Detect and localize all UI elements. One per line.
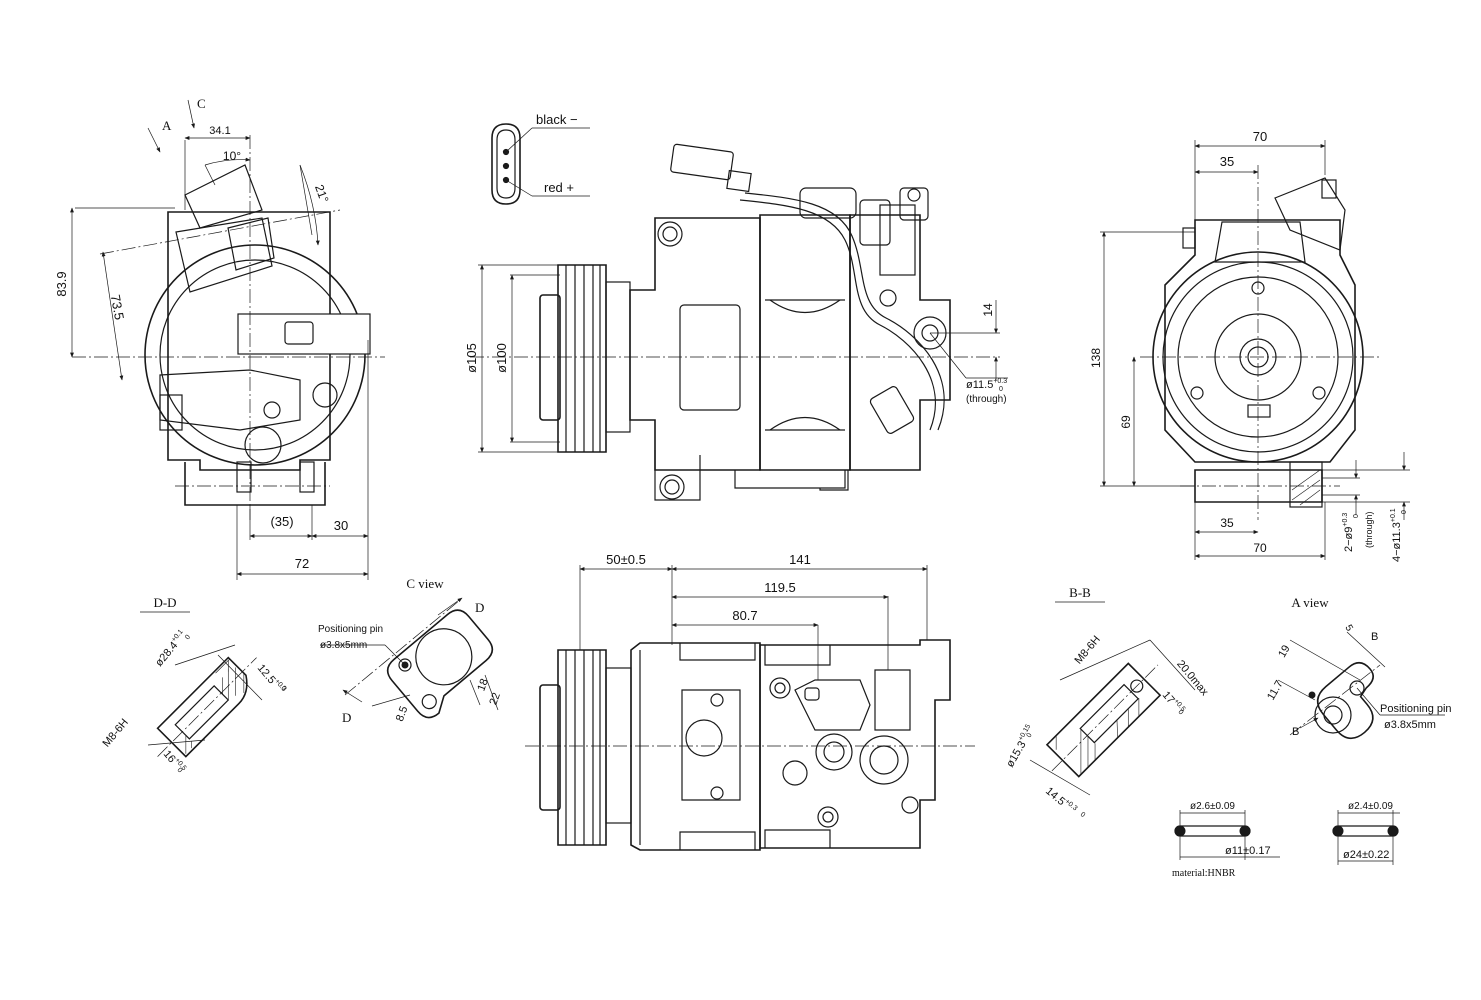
through-label: (through) bbox=[966, 394, 1007, 405]
section-dd-title: D-D bbox=[153, 595, 176, 610]
dd-length-label: 16+0.5 bbox=[161, 748, 188, 776]
dd-depth-tol-lower: 0 bbox=[279, 685, 287, 693]
oring1-inner-dia: ø11±0.17 bbox=[1225, 845, 1271, 857]
bb-dim-14-5-tol-lower: 0 bbox=[1079, 811, 1087, 819]
hole-2x-tol-lower: 0 bbox=[1353, 514, 1360, 518]
dim-73-5: 73.5 bbox=[108, 293, 127, 321]
dim-dia-100: ø100 bbox=[494, 343, 509, 373]
dim-dia-105: ø105 bbox=[464, 343, 479, 373]
bb-dim-14-5: 14.5+0.3 bbox=[1043, 784, 1078, 817]
dim-138: 138 bbox=[1089, 348, 1103, 368]
a-dim-5: 5 bbox=[1342, 623, 1355, 634]
hole-11-5-label: ø11.5+0.3 bbox=[966, 378, 1007, 391]
black-wire-label: black − bbox=[536, 112, 578, 127]
a-b-label-top: B bbox=[1371, 631, 1378, 643]
dim-34-1: 34.1 bbox=[209, 125, 230, 137]
red-wire-label: red + bbox=[544, 180, 574, 195]
view-a-label: A bbox=[162, 118, 172, 133]
c-d-label-bottom: D bbox=[342, 710, 351, 725]
a-view: A view B 5 19 11.7 B Positioning pin ø3.… bbox=[1265, 595, 1452, 740]
section-dd: D-D M8-6H ø28.4+0.1 0 12.5+0.3 0 16+0.5 … bbox=[100, 595, 287, 776]
oring2-inner-dia: ø24±0.22 bbox=[1343, 849, 1389, 861]
c-view-title: C view bbox=[406, 576, 444, 591]
dim-50-tol: 50±0.5 bbox=[606, 552, 646, 567]
dim-35-bottom: 35 bbox=[1220, 516, 1234, 530]
top-view: 50±0.5 141 119.5 80.7 bbox=[525, 552, 975, 851]
bb-dia-label: ø15.3+0.15 bbox=[1003, 723, 1037, 769]
dd-length-tol-lower: 0 bbox=[175, 767, 183, 775]
hole-2x-note: (through) bbox=[1364, 511, 1374, 548]
c-pin-size: ø3.8x5mm bbox=[320, 640, 367, 651]
c-pin-label: Positioning pin bbox=[318, 624, 383, 635]
a-pin-label: Positioning pin bbox=[1380, 703, 1452, 715]
c-d-label-top: D bbox=[475, 600, 484, 615]
section-bb-title: B-B bbox=[1069, 585, 1091, 600]
dim-80-7: 80.7 bbox=[732, 608, 757, 623]
hole-2x-label: 2−ø9+0.3 bbox=[1342, 513, 1355, 552]
dim-70-bottom: 70 bbox=[1253, 541, 1267, 555]
c-view: C view Positioning pin ø3.8x5mm D D 8.5 … bbox=[318, 576, 503, 725]
dim-10-deg: 10° bbox=[223, 149, 241, 163]
dd-thread: M8-6H bbox=[100, 717, 130, 750]
material-note: material:HNBR bbox=[1172, 868, 1236, 879]
dim-21-deg: 21° bbox=[312, 183, 331, 205]
dim-119-5: 119.5 bbox=[764, 580, 796, 595]
rear-view: 70 35 138 69 35 70 2−ø9+0.3 0 (through) … bbox=[1089, 129, 1410, 562]
a-b-label-bottom: B bbox=[1292, 726, 1299, 738]
dim-72: 72 bbox=[295, 556, 309, 571]
dd-dia-label: ø28.4+0.1 bbox=[152, 628, 189, 669]
dd-dia-tol-lower: 0 bbox=[184, 634, 192, 642]
a-view-title: A view bbox=[1291, 595, 1329, 610]
hole-4x-label: 4−ø11.3+0.1 bbox=[1390, 508, 1403, 562]
dim-141: 141 bbox=[789, 552, 811, 567]
c-dim-8-5: 8.5 bbox=[394, 705, 411, 723]
dim-35-top: 35 bbox=[1220, 154, 1234, 169]
dim-69: 69 bbox=[1119, 415, 1133, 429]
oring1-cross-section: ø2.6±0.09 bbox=[1190, 801, 1235, 812]
a-dim-19: 19 bbox=[1276, 643, 1293, 660]
a-pin-size: ø3.8x5mm bbox=[1384, 719, 1436, 731]
c-dim-22: 22 bbox=[487, 691, 502, 707]
hole-4x-tol-lower: 0 bbox=[1401, 510, 1408, 514]
dim-70-top: 70 bbox=[1253, 129, 1267, 144]
oring2-cross-section: ø2.4±0.09 bbox=[1348, 801, 1393, 812]
dim-83-9: 83.9 bbox=[54, 271, 69, 296]
bb-dim-20: 20.0max bbox=[1174, 658, 1211, 698]
side-view: ø105 ø100 14 ø11.5+0.3 0 (through) bbox=[464, 143, 1008, 501]
bb-dim-17-tol-lower: 0 bbox=[1176, 709, 1184, 717]
section-bb: B-B M8-6H 20.0max 17+0.5 0 ø15.3+0.15 0 … bbox=[1003, 585, 1211, 819]
view-c-label: C bbox=[197, 96, 206, 111]
front-view: 83.9 73.5 34.1 10° 21° (35) 30 72 A C bbox=[54, 96, 385, 580]
dim-30: 30 bbox=[334, 518, 348, 533]
bb-dia-tol-lower: 0 bbox=[1026, 732, 1034, 739]
hole-11-5-tol-lower: 0 bbox=[999, 386, 1003, 393]
connector-pin-detail: black − red + bbox=[491, 112, 590, 205]
o-ring-details: ø2.6±0.09 ø11±0.17 ø2.4±0.09 ø24±0.22 ma… bbox=[1172, 801, 1400, 879]
bb-thread: M8-6H bbox=[1072, 634, 1102, 667]
dim-14: 14 bbox=[981, 303, 995, 317]
dim-35-paren: (35) bbox=[270, 514, 293, 529]
